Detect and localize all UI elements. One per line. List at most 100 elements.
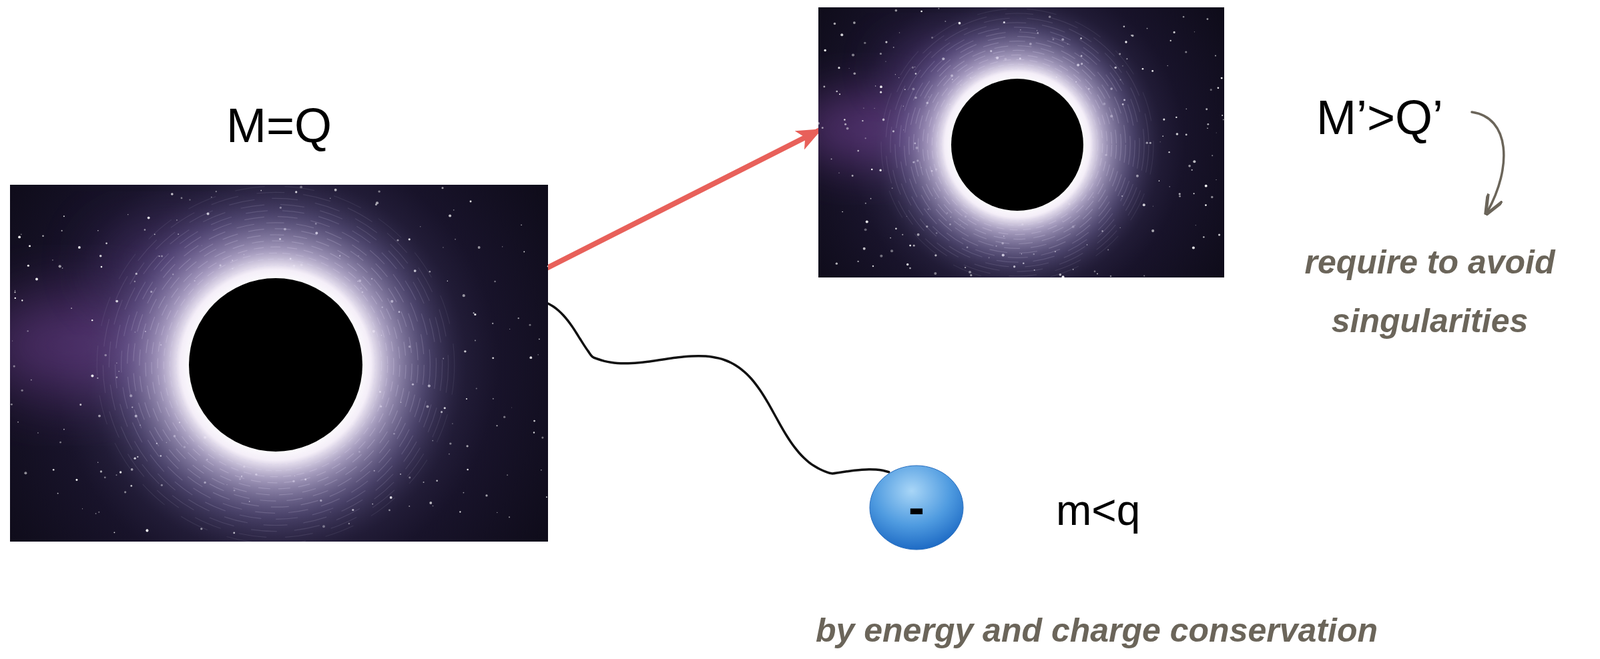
star xyxy=(473,313,476,316)
swirl-ring xyxy=(899,27,1135,263)
swirl-ring xyxy=(936,64,1099,226)
star xyxy=(42,235,44,237)
star xyxy=(441,186,444,189)
star xyxy=(540,469,542,471)
star xyxy=(495,425,498,427)
swirl-ring xyxy=(909,36,1127,254)
star xyxy=(1193,192,1195,195)
star xyxy=(865,202,867,205)
star xyxy=(846,127,850,131)
star xyxy=(17,421,19,424)
star xyxy=(82,508,83,510)
star xyxy=(1175,116,1177,119)
star xyxy=(35,278,39,282)
star xyxy=(1194,31,1195,33)
star xyxy=(841,211,844,213)
star xyxy=(496,512,498,514)
star xyxy=(895,9,898,13)
star xyxy=(835,262,838,265)
star xyxy=(840,33,844,37)
star xyxy=(1185,133,1188,136)
star xyxy=(506,474,508,476)
star xyxy=(14,297,17,300)
star xyxy=(849,68,850,69)
star xyxy=(1176,132,1179,136)
star xyxy=(127,214,129,215)
swirl-ring xyxy=(927,54,1107,235)
star xyxy=(839,93,841,95)
star xyxy=(895,228,898,231)
star xyxy=(37,432,39,434)
star xyxy=(541,437,544,440)
star xyxy=(97,462,99,464)
star xyxy=(863,42,866,45)
star xyxy=(885,40,888,43)
star xyxy=(872,265,874,268)
swirl-ring xyxy=(941,68,1094,221)
star xyxy=(899,32,900,33)
star xyxy=(1182,16,1185,18)
star xyxy=(477,246,481,249)
star xyxy=(528,324,531,327)
star xyxy=(429,501,432,505)
star xyxy=(1221,114,1223,117)
star xyxy=(1178,195,1181,198)
swirl-ring xyxy=(169,258,382,471)
star xyxy=(30,379,33,382)
star xyxy=(453,209,455,211)
star xyxy=(857,260,859,263)
star xyxy=(27,330,29,332)
star xyxy=(52,469,55,472)
star xyxy=(529,356,532,360)
star xyxy=(1178,192,1181,195)
star xyxy=(442,246,444,249)
star xyxy=(1130,34,1133,37)
star xyxy=(170,192,174,196)
star xyxy=(466,469,469,472)
swirl-ring xyxy=(881,8,1154,278)
star xyxy=(100,266,103,269)
star xyxy=(1210,88,1213,91)
star xyxy=(1222,118,1225,121)
star xyxy=(1204,184,1208,188)
mass-charge-label: M=Q xyxy=(10,98,549,153)
star xyxy=(1214,55,1217,57)
star xyxy=(463,492,465,494)
star xyxy=(501,246,503,247)
star xyxy=(147,216,151,220)
star xyxy=(1206,18,1209,21)
star xyxy=(475,388,478,390)
star xyxy=(459,511,461,513)
star xyxy=(920,10,923,13)
star xyxy=(448,214,452,217)
star xyxy=(879,254,883,258)
star xyxy=(491,323,494,325)
star xyxy=(831,158,833,161)
star xyxy=(1142,68,1145,71)
swirl-ring xyxy=(931,59,1103,230)
star xyxy=(863,107,864,109)
star xyxy=(533,431,535,434)
star xyxy=(59,441,62,444)
star xyxy=(1151,229,1155,233)
star xyxy=(533,420,536,423)
star xyxy=(874,108,876,109)
star xyxy=(843,118,846,121)
star xyxy=(14,291,16,294)
star xyxy=(833,22,836,25)
star xyxy=(871,168,874,171)
star xyxy=(1220,77,1223,80)
star xyxy=(909,244,912,247)
star xyxy=(864,228,868,231)
swirl-ring xyxy=(922,50,1112,239)
star xyxy=(474,339,476,342)
star xyxy=(851,53,855,57)
star xyxy=(821,126,824,129)
star xyxy=(79,403,82,406)
star xyxy=(937,8,940,10)
star xyxy=(116,474,118,476)
particle-label: m<q xyxy=(1055,487,1141,535)
star xyxy=(853,72,856,75)
star xyxy=(865,137,867,139)
